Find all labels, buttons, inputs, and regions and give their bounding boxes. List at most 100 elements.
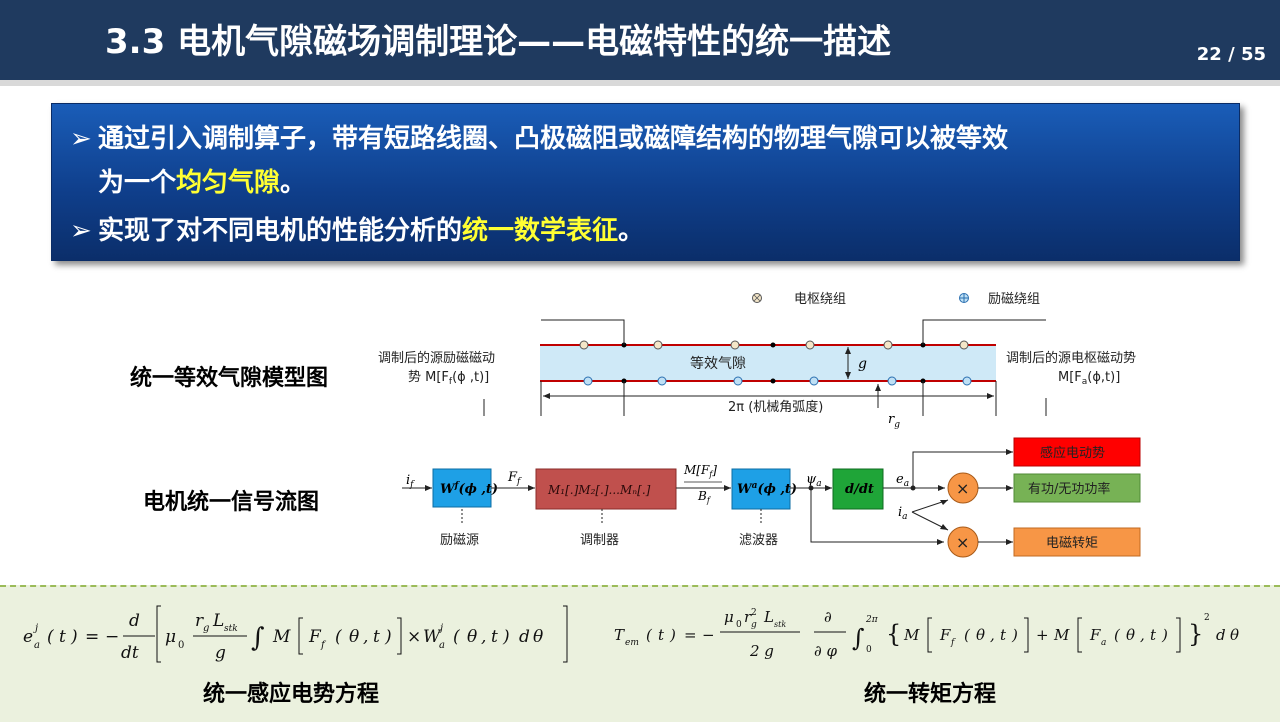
svg-text:∫: ∫ (852, 624, 865, 652)
svg-text:): ) (70, 627, 78, 647)
ea-label: ea (896, 472, 909, 489)
svg-text:f: f (950, 638, 956, 648)
svg-text:L: L (763, 608, 774, 626)
svg-text:(: ( (1114, 626, 1121, 644)
svg-text:2: 2 (1204, 613, 1210, 623)
g-label: g (858, 356, 867, 372)
svg-text:e: e (23, 627, 33, 647)
svg-text:−: − (702, 626, 715, 644)
callout-text-2b: 。 (280, 168, 307, 198)
bf-label: Bf (697, 489, 712, 505)
svg-text:r: r (744, 608, 752, 626)
svg-text:t: t (1000, 626, 1007, 644)
svg-text:(: ( (335, 627, 342, 647)
svg-text:×: × (956, 479, 969, 498)
legend-excitation: 励磁绕组 (988, 292, 1040, 307)
formula-panel (0, 585, 1280, 722)
svg-text:,: , (481, 627, 486, 647)
output-emf-box (1013, 437, 1141, 467)
output-power-box (1013, 473, 1141, 503)
ddt-label: d/dt (845, 482, 874, 497)
legend-armature: 电枢绕组 (794, 292, 846, 307)
svg-text:): ) (1161, 626, 1168, 644)
right-mmf-label-2: M[Fa(ϕ,t)] (1058, 370, 1120, 387)
svg-text:a: a (439, 640, 445, 651)
svg-text:d: d (129, 611, 140, 631)
armature-conductors (579, 340, 969, 350)
left-mmf-label-1: 调制后的源励磁磁动 (378, 350, 495, 366)
callout-line-1: ➢通过引入调制算子，带有短路线圈、凸极磁阻或磁障结构的物理气隙可以被等效 (70, 118, 1008, 155)
svg-text:}: } (1188, 620, 1203, 648)
modulator-label: M₁[.]M₂[.]...Mₙ[.] (547, 483, 651, 497)
modulator-block (535, 468, 677, 510)
output-power: 有功/无功功率 (1028, 481, 1110, 497)
svg-text:g: g (215, 643, 226, 663)
svg-text:T: T (614, 626, 625, 644)
callout-text-3: 实现了对不同电机的性能分析的 (98, 216, 463, 246)
svg-text:dt: dt (121, 643, 139, 663)
svg-text:θ: θ (467, 627, 477, 647)
svg-text:W: W (423, 627, 442, 647)
svg-text:=: = (85, 627, 99, 647)
excitation-conductors (583, 376, 972, 386)
callout-text-2: 为一个 (98, 168, 177, 198)
svg-text:2: 2 (751, 608, 757, 618)
if-label: if (406, 473, 415, 490)
angle-label: 2π (机械角弧度) (728, 399, 823, 415)
svg-text:θ: θ (976, 626, 985, 644)
svg-text:g: g (203, 623, 209, 634)
svg-text:(: ( (964, 626, 971, 644)
left-mmf-label-2: 势 M[Ff(ϕ ,t)] (408, 369, 489, 387)
svg-text:μ: μ (165, 627, 176, 647)
svg-text:L: L (212, 611, 224, 631)
derivative-block (832, 468, 884, 510)
svg-text:,: , (990, 626, 995, 644)
mff-label: M[Ff] (683, 463, 717, 479)
svg-text:stk: stk (224, 624, 238, 634)
svg-text:): ) (1011, 626, 1018, 644)
svg-text:×: × (407, 627, 421, 647)
svg-text:a: a (34, 640, 40, 651)
svg-text:{: { (886, 620, 901, 648)
svg-text:f: f (320, 640, 327, 651)
svg-text:j: j (438, 623, 443, 634)
svg-text:r: r (195, 611, 204, 631)
svg-text:2 g: 2 g (749, 642, 774, 660)
diagram-canvas: 电枢绕组 励磁绕组 等效气隙 g (378, 292, 1141, 558)
svg-text:d: d (519, 627, 530, 647)
svg-text:+: + (1036, 626, 1049, 644)
svg-text:θ: θ (533, 627, 543, 647)
svg-text:0: 0 (178, 640, 184, 651)
ia-label: ia (898, 505, 908, 522)
svg-text:μ: μ (724, 608, 734, 626)
rg-label: rg (888, 412, 900, 430)
svg-text:2π: 2π (865, 615, 879, 625)
model-section-label: 统一等效气隙模型图 (130, 366, 329, 391)
callout-text-1: 通过引入调制算子，带有短路线圈、凸极磁阻或磁障结构的物理气隙可以被等效 (98, 124, 1009, 154)
equivalent-gap-region (540, 345, 996, 381)
svg-text:d: d (1216, 626, 1226, 644)
bullet-arrow-icon: ➢ (70, 124, 92, 154)
summary-callout: ➢通过引入调制算子，带有短路线圈、凸极磁阻或磁障结构的物理气隙可以被等效 为一个… (51, 103, 1240, 261)
callout-line-3: ➢实现了对不同电机的性能分析的统一数学表征。 (70, 210, 644, 247)
slide-header: 3.3 电机气隙磁场调制理论——电磁特性的统一描述 22 / 55 (0, 0, 1280, 80)
signal-flow-diagram: if Wf(ϕ ,t) Ff M₁[.]M₂[.]...Mₙ[.] M[Ff] … (402, 437, 1141, 558)
torque-equation-label: 统一转矩方程 (864, 682, 997, 707)
slide-title: 3.3 电机气隙磁场调制理论——电磁特性的统一描述 (105, 22, 892, 62)
output-torque: 电磁转矩 (1046, 536, 1098, 551)
caption-filter: 滤波器 (739, 533, 778, 548)
svg-text:(: ( (453, 627, 460, 647)
svg-text:em: em (625, 638, 639, 648)
svg-text:0: 0 (736, 620, 742, 630)
highlight-unified-math: 统一数学表征 (462, 216, 619, 246)
gap-model-diagram: 电枢绕组 励磁绕组 等效气隙 g (378, 292, 1136, 430)
svg-text:,: , (363, 627, 368, 647)
svg-text:F: F (1089, 626, 1101, 644)
svg-text:F: F (939, 626, 951, 644)
signal-section-label: 电机统一信号流图 (143, 490, 320, 515)
svg-text:∫: ∫ (251, 623, 265, 653)
bullet-arrow-icon: ➢ (70, 216, 92, 246)
svg-text:a: a (1101, 638, 1106, 648)
